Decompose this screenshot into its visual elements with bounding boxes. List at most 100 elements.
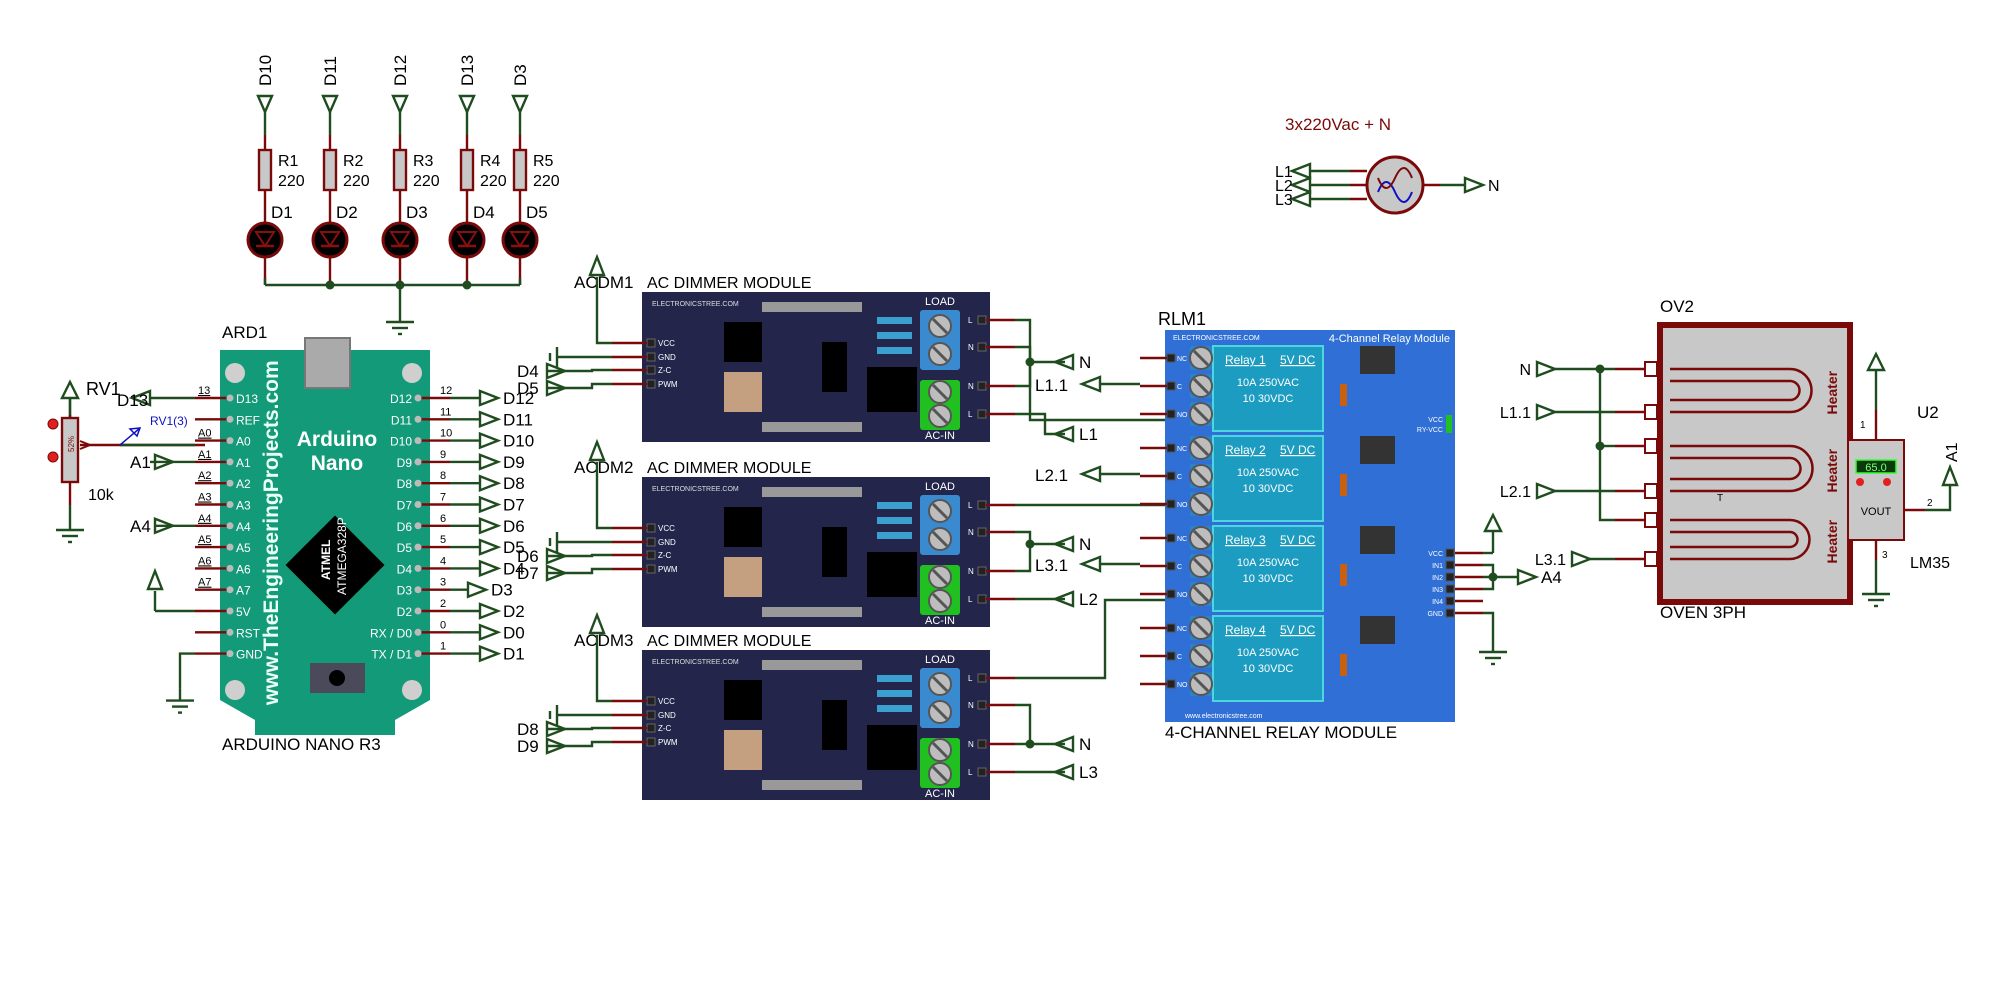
net-label: D7 — [503, 496, 525, 515]
pin-name: TX / D1 — [371, 648, 412, 662]
temp-marker: T — [1717, 493, 1723, 504]
wire — [1015, 703, 1032, 746]
mount-hole — [402, 680, 422, 700]
triac — [822, 700, 847, 750]
sensor-body[interactable] — [1847, 439, 1905, 541]
screw-icon — [1188, 401, 1214, 427]
pin-pad — [1166, 381, 1176, 391]
relay-body[interactable] — [1212, 525, 1324, 612]
resistor-r5[interactable] — [512, 148, 528, 192]
supply-label: 3x220Vac + N — [1285, 115, 1391, 134]
net-terminal — [478, 538, 502, 556]
pin-number: 13 — [198, 385, 210, 397]
wire — [595, 277, 612, 345]
net-label: A4 — [130, 517, 151, 536]
pin-name: PWM — [658, 380, 678, 389]
ground-icon — [384, 308, 416, 336]
relay-name: Relay 2 — [1225, 443, 1266, 457]
relay-body[interactable] — [1212, 615, 1324, 702]
resistor-r4[interactable] — [459, 148, 475, 192]
wire — [547, 567, 612, 575]
screw-icon — [1188, 345, 1214, 371]
wire — [547, 368, 612, 373]
net-terminal — [545, 720, 569, 738]
pin-number: A6 — [198, 555, 211, 567]
net-terminal — [1078, 555, 1102, 573]
net-label: N — [1079, 353, 1091, 372]
net-terminal — [545, 564, 569, 582]
pin-number: A5 — [198, 534, 211, 546]
resistor-r3[interactable] — [392, 148, 408, 192]
led-d1[interactable] — [246, 221, 284, 259]
dimmer-type: AC DIMMER MODULE — [647, 633, 811, 650]
pin-name: IN4 — [1432, 599, 1443, 606]
potentiometer-rv1[interactable]: 52% RV1(3) RV1 10k — [47, 379, 205, 544]
screw-icon — [927, 379, 953, 405]
pin-number: 12 — [440, 385, 452, 397]
optocoupler — [724, 730, 762, 770]
relay-body[interactable] — [1212, 435, 1324, 522]
mount-hole — [402, 363, 422, 383]
net-terminal — [588, 611, 606, 635]
pin-pad — [414, 543, 422, 551]
relay-rating: 10A 250VAC — [1237, 467, 1299, 479]
pin-name: L — [968, 674, 973, 683]
power-icon — [1483, 513, 1503, 555]
net-terminal — [466, 580, 490, 599]
net-terminal — [478, 453, 502, 471]
board-title: Arduino — [297, 428, 377, 451]
led-d2[interactable] — [311, 221, 349, 259]
led-d3[interactable] — [381, 221, 419, 259]
pot-decrease-button[interactable] — [47, 451, 59, 463]
temp-decrease-button[interactable] — [1856, 478, 1864, 486]
resistor-r2[interactable] — [322, 148, 338, 192]
net-terminal — [153, 517, 177, 535]
resistor-r1[interactable] — [257, 148, 273, 192]
pin-pad — [1445, 548, 1455, 558]
jumper[interactable] — [1446, 415, 1452, 433]
heater-coil — [1670, 530, 1799, 549]
supply-source[interactable] — [1365, 155, 1425, 215]
net-label: D4 — [503, 559, 525, 578]
net-label: L2 — [1275, 178, 1293, 195]
relay-rating: 10A 250VAC — [1237, 557, 1299, 569]
pin-name: C — [1177, 474, 1182, 481]
relay-body[interactable] — [1212, 345, 1324, 432]
led-d5[interactable] — [501, 221, 539, 259]
pin-name: A5 — [236, 541, 251, 555]
sensor-name: LM35 — [1910, 555, 1950, 572]
arduino-name: ARDUINO NANO R3 — [222, 735, 381, 754]
screw-icon — [927, 403, 953, 429]
resistor-value: 220 — [343, 173, 370, 190]
net-label: D6 — [517, 547, 539, 566]
relay-name: 4-CHANNEL RELAY MODULE — [1165, 723, 1397, 742]
pin-name: NC — [1177, 446, 1187, 453]
oven-body[interactable] — [1657, 322, 1853, 605]
pin-name: GND — [1427, 611, 1443, 618]
net-label: D11 — [503, 410, 533, 429]
pin-pad — [646, 550, 656, 560]
pin-number: 3 — [440, 577, 446, 589]
net-label: A1 — [130, 453, 151, 472]
net-label: L3 — [1275, 192, 1293, 209]
pot-increase-button[interactable] — [47, 418, 59, 430]
net-terminal — [478, 602, 502, 620]
resistor-value: 220 — [278, 173, 305, 190]
pin-name: GND — [236, 648, 263, 662]
temp-increase-button[interactable] — [1883, 478, 1891, 486]
led-d4[interactable] — [448, 221, 486, 259]
diode-icon — [389, 231, 411, 248]
